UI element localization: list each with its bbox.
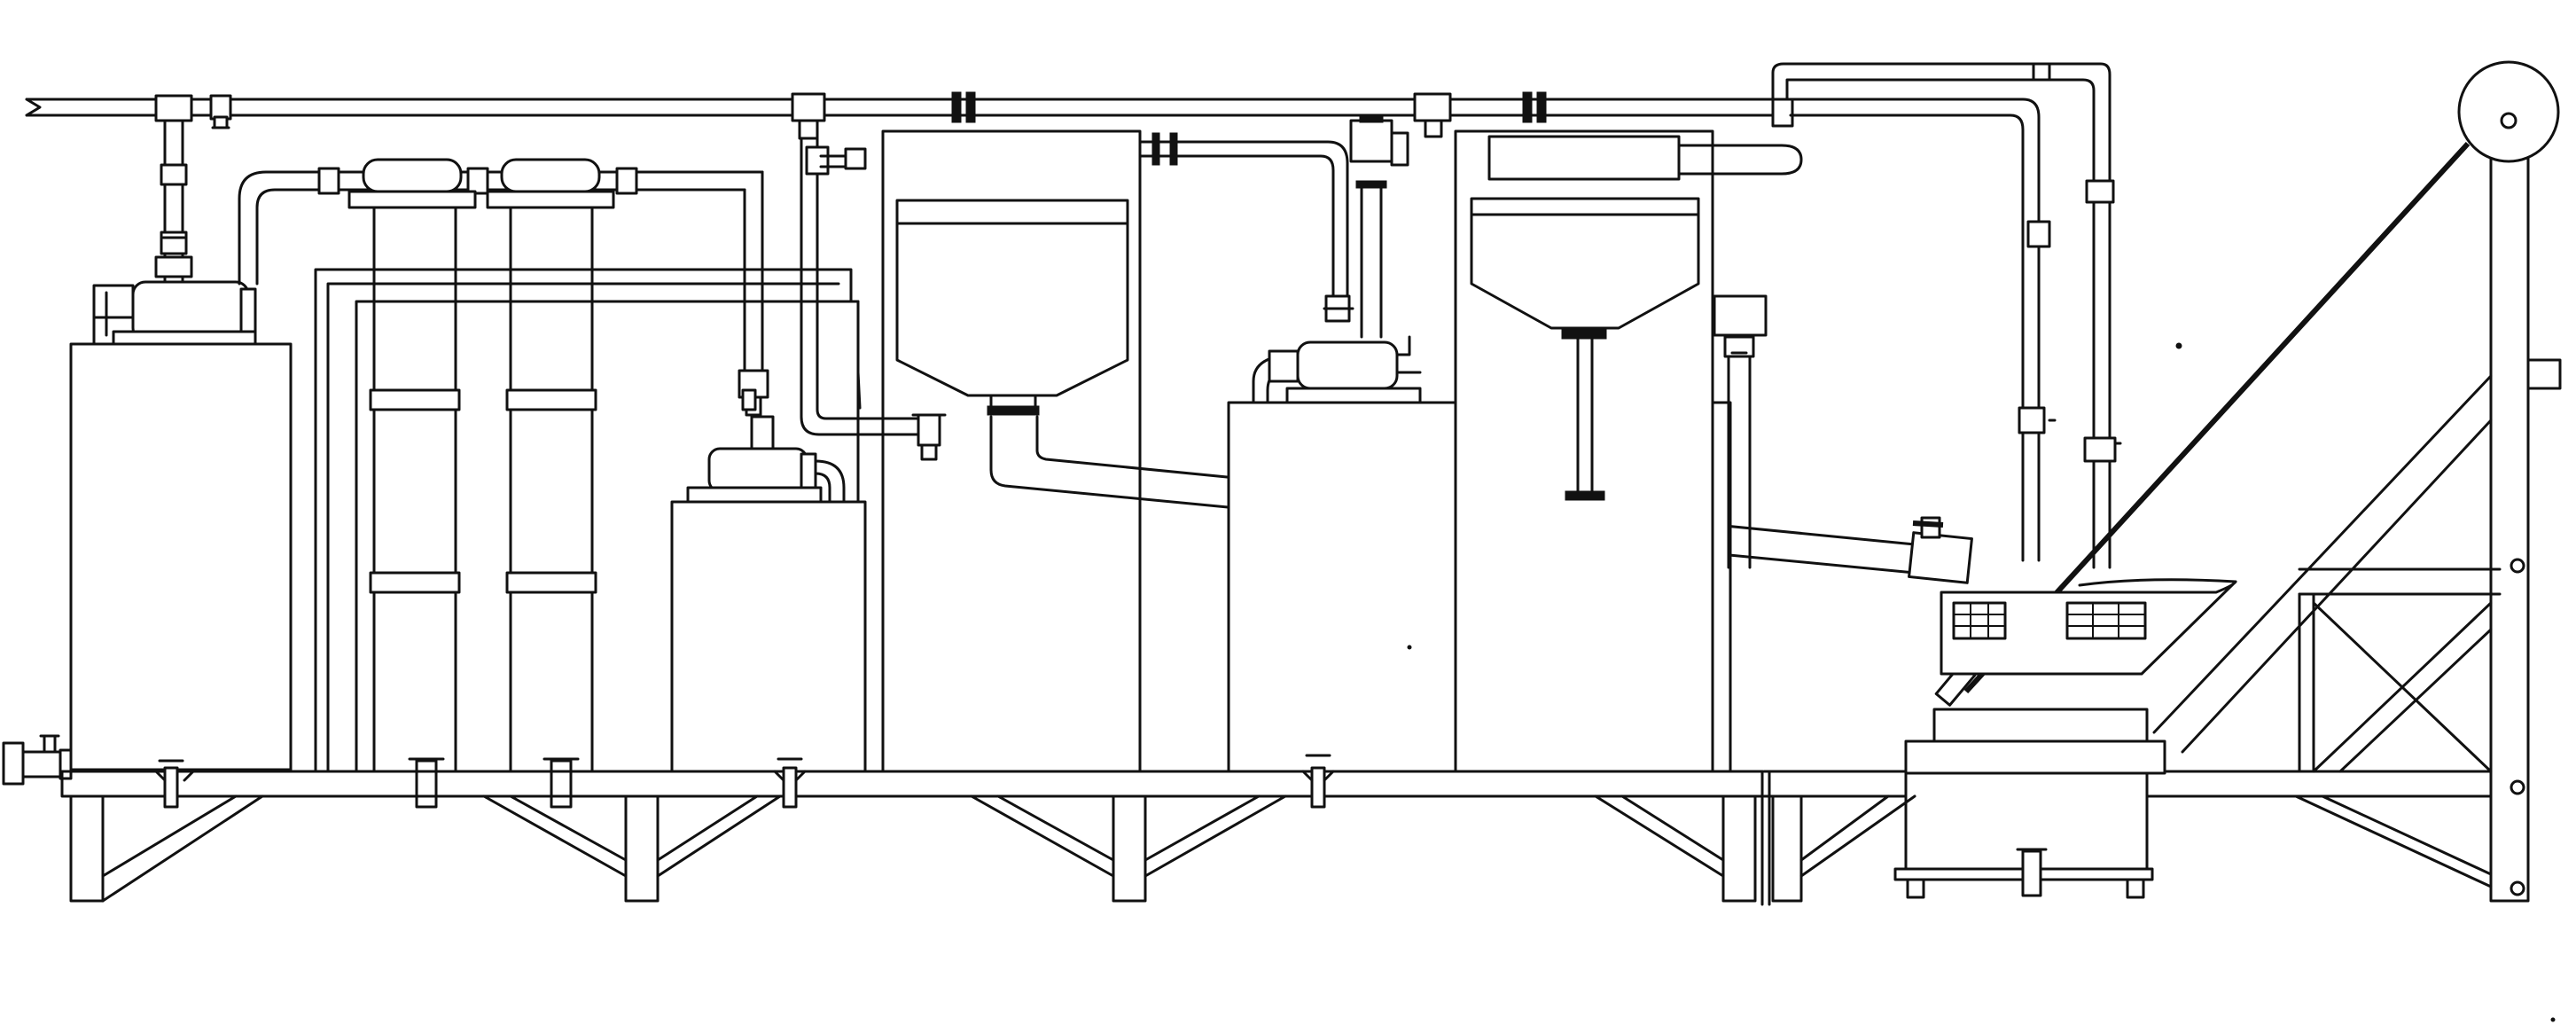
bypass-pipes bbox=[800, 137, 947, 461]
main-header-pipe bbox=[25, 91, 1792, 140]
middle-connecting-pipes bbox=[1138, 114, 1409, 339]
right-riser-pipes bbox=[1771, 62, 2122, 569]
twin-filter-columns bbox=[347, 158, 615, 809]
left-storage-tank bbox=[2, 119, 293, 786]
stray-dot bbox=[2175, 342, 2182, 349]
stray-dot bbox=[2550, 1017, 2556, 1022]
base-frame bbox=[60, 754, 2493, 906]
side-gauge-device bbox=[1713, 294, 1768, 569]
receiving-bin bbox=[1893, 578, 2237, 899]
sloped-discharge-pipe bbox=[989, 415, 1973, 584]
small-tank-with-pump bbox=[670, 388, 867, 773]
stray-dot bbox=[1407, 645, 1412, 650]
